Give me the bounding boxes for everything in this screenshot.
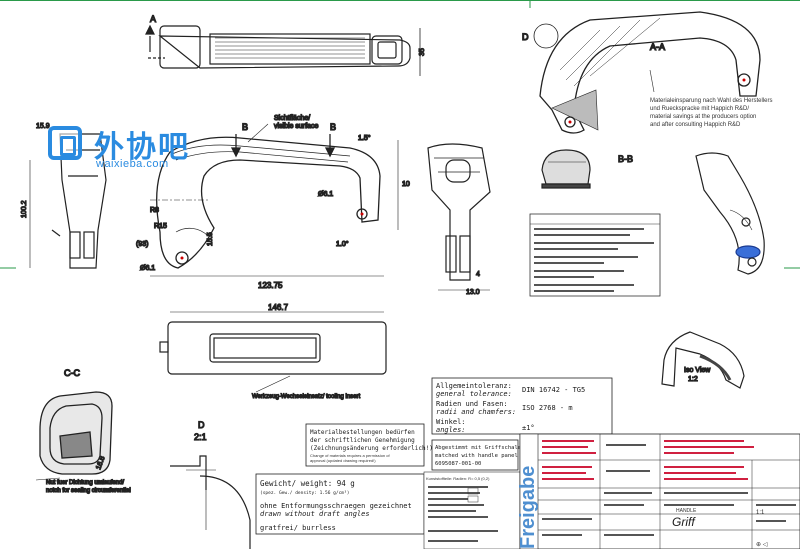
- svg-text:10: 10: [402, 181, 410, 188]
- svg-text:146.7: 146.7: [268, 303, 289, 312]
- svg-text:Kunststoffteile: Radien: R= 0,: Kunststoffteile: Radien: R= 0,5 (0,2): [426, 476, 490, 481]
- svg-text:B: B: [242, 122, 248, 132]
- svg-text:⊕ ◁: ⊕ ◁: [756, 542, 768, 548]
- svg-text:2:1: 2:1: [194, 432, 207, 442]
- svg-text:15.9: 15.9: [36, 123, 50, 130]
- svg-text:13.0: 13.0: [466, 289, 480, 296]
- svg-text:Freigabe: Freigabe: [517, 466, 539, 549]
- svg-text:Iso View: Iso View: [684, 367, 711, 374]
- svg-text:general tolerance:: general tolerance:: [436, 390, 512, 398]
- svg-text:approval (updated drawing requ: approval (updated drawing required!): [310, 458, 376, 463]
- section-c-c: C-C 16.8 Nut fuer Dichtung umlaufend/ no…: [35, 367, 131, 495]
- svg-text:ohne Entformungsschraegen geze: ohne Entformungsschraegen gezeichnet: [260, 502, 412, 510]
- svg-text:material savings at the produc: material savings at the producers option: [650, 114, 756, 120]
- svg-text:A-A: A-A: [650, 42, 665, 52]
- title-block: Freigabe Griff HANDLE 1:1 ⊕ ◁: [517, 433, 800, 549]
- svg-text:Ø6.1: Ø6.1: [318, 191, 333, 198]
- main-side-view: Sichtfläche/ visible surface B B 123.75 …: [135, 114, 410, 290]
- svg-text:drawn without draft angles: drawn without draft angles: [260, 510, 370, 518]
- svg-text:15.5: 15.5: [207, 232, 214, 246]
- bottom-view: 146.7 Werkzeug-Wechseleinsatz/ tooling i…: [159, 302, 387, 401]
- svg-text:R15: R15: [154, 223, 167, 230]
- svg-text:gratfrei/ burrless: gratfrei/ burrless: [260, 524, 336, 532]
- left-side-view: 15.9 100.2: [20, 122, 107, 269]
- svg-text:DIN 16742 - TG5: DIN 16742 - TG5: [522, 386, 585, 394]
- right-side-view: 4 13.0: [427, 143, 491, 297]
- plastic-parts-table: Kunststoffteile: Radien: R= 0,5 (0,2): [423, 471, 521, 549]
- svg-text:100.2: 100.2: [21, 200, 28, 218]
- svg-text:Change of materials requires a: Change of materials requires a permissio…: [310, 453, 390, 458]
- material-note-box: Materialbestellungen bedürfen der schrif…: [305, 423, 433, 467]
- svg-text:notch for sealing circumferent: notch for sealing circumferential: [46, 488, 131, 494]
- svg-text:4: 4: [476, 271, 480, 278]
- svg-text:C-C: C-C: [64, 368, 80, 378]
- svg-text:1:2: 1:2: [688, 376, 698, 383]
- top-view: A 35: [145, 13, 427, 76]
- svg-text:D: D: [198, 420, 205, 430]
- material-savings-note: Materialeinsparung nach Wahl des Herstel…: [650, 98, 773, 128]
- svg-text:±1°: ±1°: [522, 424, 535, 432]
- svg-text:Abgestimmt mit Griffschale/: Abgestimmt mit Griffschale/: [435, 445, 524, 451]
- svg-text:(93): (93): [136, 241, 148, 248]
- svg-text:HANDLE: HANDLE: [676, 508, 697, 514]
- tolerance-box: Allgemeintoleranz: general tolerance: DI…: [431, 377, 613, 435]
- svg-text:und Rueckspracke mit Happich R: und Rueckspracke mit Happich R&D/: [650, 106, 749, 112]
- svg-text:6095087-001-00: 6095087-001-00: [435, 461, 481, 467]
- weight-box: Gewicht/ weight: 94 g (spez. Gew./ densi…: [255, 473, 425, 535]
- matched-box: Abgestimmt mit Griffschale/ matched with…: [431, 439, 524, 471]
- svg-text:Winkel:: Winkel:: [436, 418, 466, 426]
- svg-text:radii and chamfers:: radii and chamfers:: [436, 408, 516, 416]
- svg-text:Ø6.1: Ø6.1: [140, 265, 155, 272]
- svg-text:ISO 2768 - m: ISO 2768 - m: [522, 404, 573, 412]
- svg-text:Werkzeug-Wechseleinsatz/ tooli: Werkzeug-Wechseleinsatz/ tooling insert: [252, 394, 360, 400]
- svg-text:B: B: [330, 122, 336, 132]
- svg-text:visible surface: visible surface: [274, 123, 318, 130]
- svg-text:123.75: 123.75: [258, 281, 283, 290]
- section-a-a: D A-A: [521, 11, 761, 134]
- svg-text:B-B: B-B: [618, 154, 633, 164]
- spec-table: [529, 213, 661, 297]
- section-b-b: B-B: [541, 149, 634, 189]
- detail-d: D 2:1: [170, 419, 251, 549]
- svg-text:Allgemeintoleranz:: Allgemeintoleranz:: [436, 382, 512, 390]
- svg-text:Nut fuer Dichtung umlaufend/: Nut fuer Dichtung umlaufend/: [46, 480, 124, 486]
- svg-text:angles:: angles:: [436, 426, 466, 434]
- svg-text:Radien und Fasen:: Radien und Fasen:: [436, 400, 508, 408]
- svg-text:(spez. Gew./ density: 1.56 g/c: (spez. Gew./ density: 1.56 g/cm³): [260, 490, 349, 496]
- svg-text:matched with handle panel: matched with handle panel: [435, 453, 518, 459]
- svg-text:Griff: Griff: [672, 515, 696, 529]
- svg-text:1.5°: 1.5°: [358, 134, 371, 142]
- svg-text:Materialbestellungen bedürfen: Materialbestellungen bedürfen: [310, 429, 415, 436]
- detail-d-part: [695, 152, 765, 275]
- svg-text:and after consulting Happich R: and after consulting Happich R&D: [650, 122, 741, 128]
- svg-text:D: D: [522, 32, 529, 42]
- svg-text:Gewicht/ weight: 94 g: Gewicht/ weight: 94 g: [260, 479, 355, 488]
- svg-text:Materialeinsparung nach Wahl d: Materialeinsparung nach Wahl des Herstel…: [650, 98, 773, 104]
- svg-text:35: 35: [419, 48, 426, 56]
- iso-view: Iso View 1:2: [661, 331, 745, 389]
- svg-text:R8: R8: [150, 207, 159, 214]
- svg-text:(Zeichnungsänderung erforderli: (Zeichnungsänderung erforderlich!): [310, 445, 433, 452]
- svg-text:Sichtfläche/: Sichtfläche/: [274, 115, 310, 122]
- svg-text:1:1: 1:1: [756, 510, 765, 516]
- svg-text:A: A: [150, 14, 156, 24]
- svg-text:der schriftlichen Genehmigung: der schriftlichen Genehmigung: [310, 437, 415, 444]
- svg-text:1.0°: 1.0°: [336, 240, 349, 248]
